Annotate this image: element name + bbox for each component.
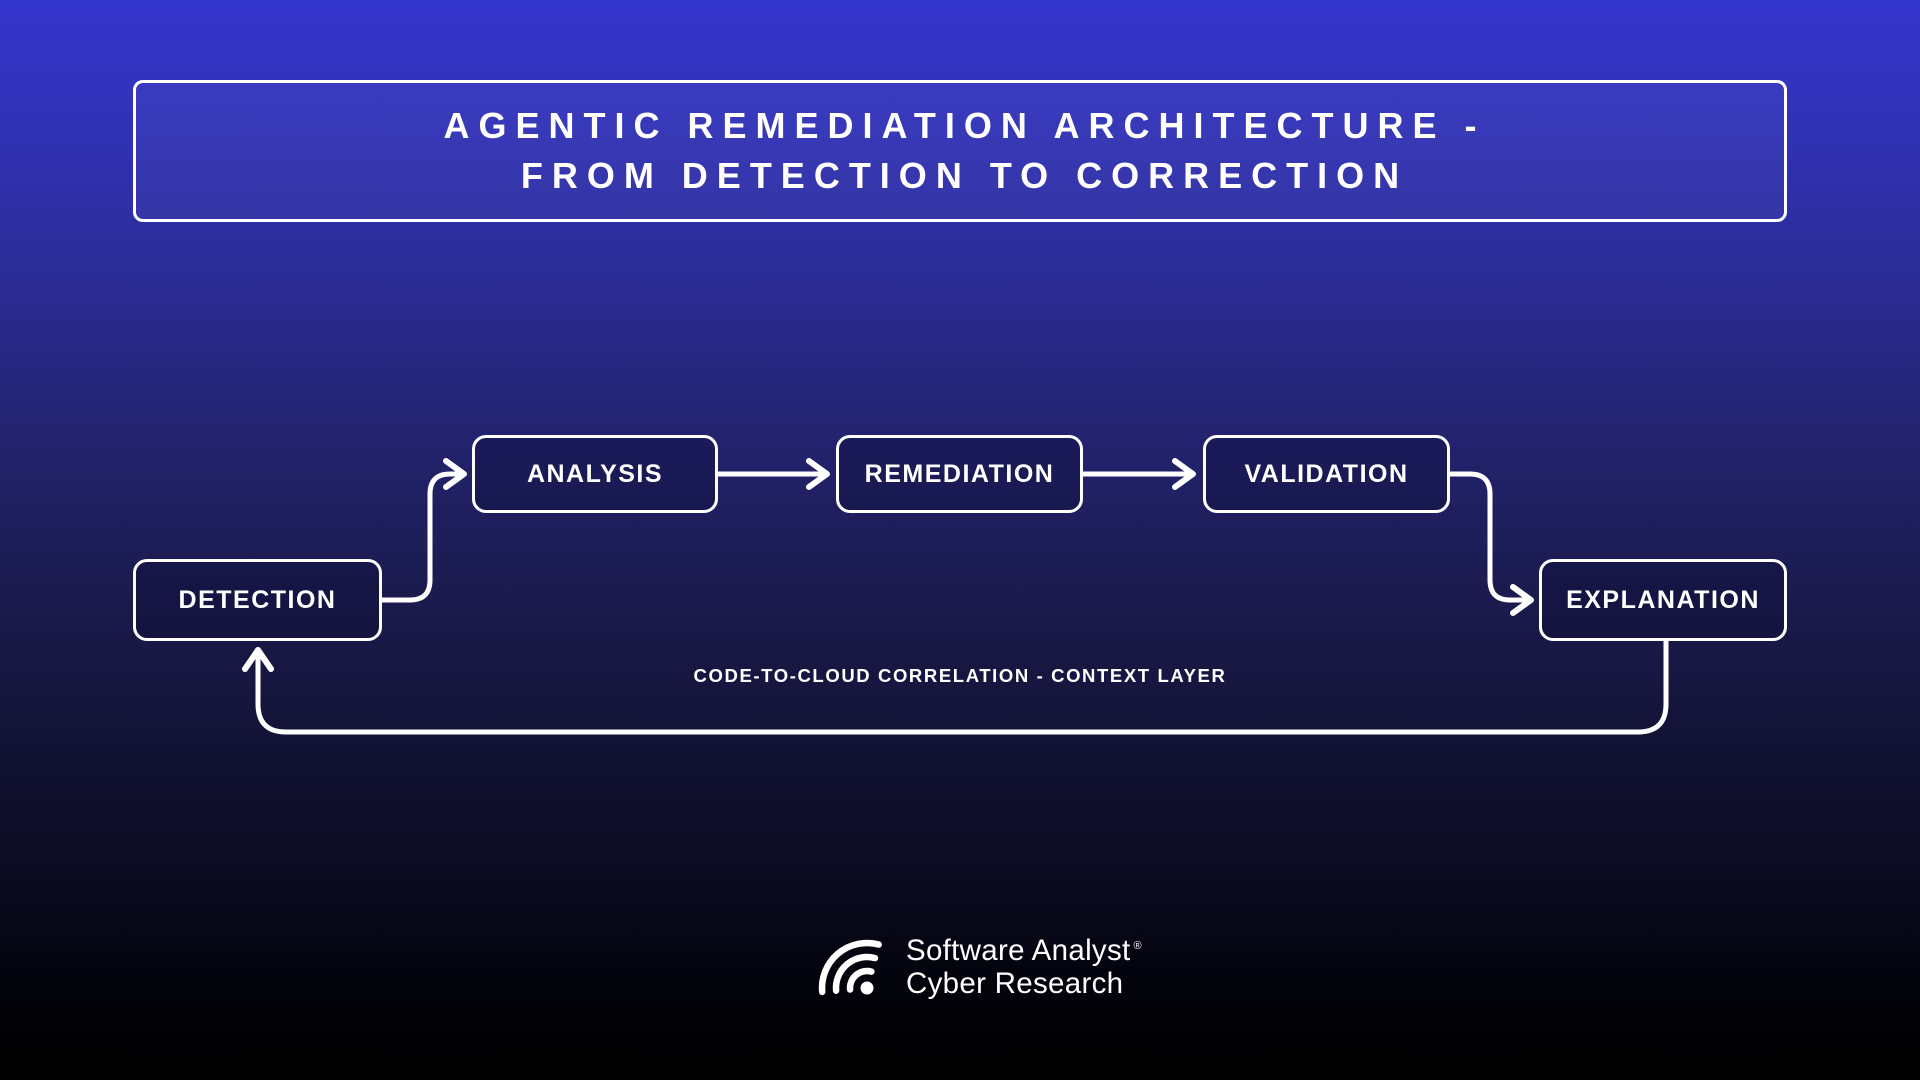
title-box: AGENTIC REMEDIATION ARCHITECTURE - FROM …: [133, 80, 1787, 222]
flow-node-detection: DETECTION: [133, 559, 382, 641]
arrowhead-into-analysis: [443, 458, 467, 490]
connector-detection-analysis: [379, 471, 461, 603]
brand-logo-text: Software Analyst® Cyber Research: [906, 930, 1142, 1000]
brand-logo-line-1: Software Analyst®: [906, 933, 1142, 967]
flow-node-analysis: ANALYSIS: [472, 435, 718, 513]
brand-logo-line-2: Cyber Research: [906, 966, 1124, 1000]
context-layer-label: CODE-TO-CLOUD CORRELATION - CONTEXT LAYE…: [693, 665, 1227, 686]
flow-node-remediation-label: REMEDIATION: [864, 459, 1055, 488]
flow-node-detection-label: DETECTION: [178, 585, 337, 614]
registered-trademark-symbol: ®: [1133, 940, 1142, 953]
flow-node-analysis-label: ANALYSIS: [526, 459, 664, 488]
arrowhead-into-validation: [1172, 458, 1196, 490]
connector-validation-explanation: [1447, 471, 1527, 603]
flow-node-validation-label: VALIDATION: [1244, 459, 1409, 488]
flow-node-validation: VALIDATION: [1203, 435, 1450, 513]
brand-logo: Software Analyst® Cyber Research: [810, 926, 1142, 1004]
flow-node-explanation-label: EXPLANATION: [1566, 585, 1760, 614]
page-title-line-1: AGENTIC REMEDIATION ARCHITECTURE -: [443, 105, 1486, 146]
page-title-line-2: FROM DETECTION TO CORRECTION: [520, 155, 1409, 196]
arrowhead-into-remediation: [806, 458, 830, 490]
flow-node-explanation: EXPLANATION: [1539, 559, 1787, 641]
arrowhead-into-explanation: [1510, 584, 1534, 616]
signal-arcs-icon: [818, 939, 882, 996]
flow-node-remediation: REMEDIATION: [836, 435, 1083, 513]
